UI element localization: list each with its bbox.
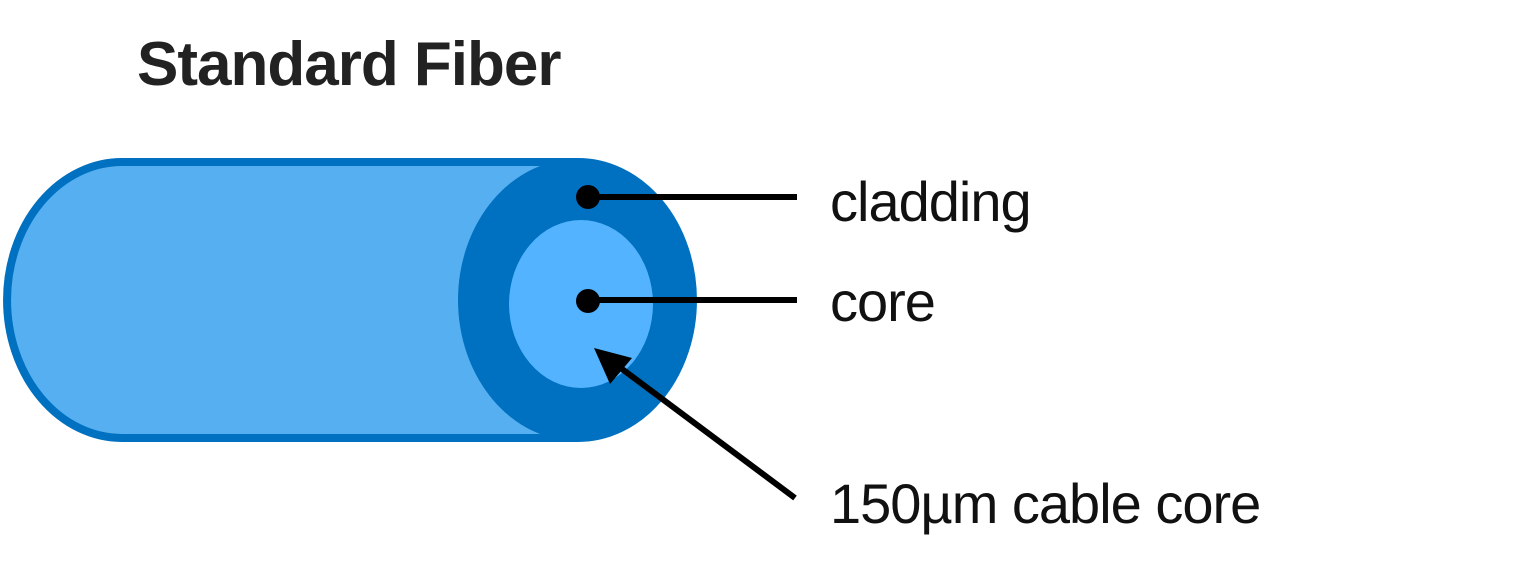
cable-core-arrow-line (616, 363, 797, 501)
cable-core-arrowhead (594, 348, 632, 384)
cladding-leader-dot (576, 185, 600, 209)
core-leader-dot (576, 289, 600, 313)
cable-core-label: 150µm cable core (830, 472, 1261, 535)
core-label: core (830, 270, 936, 333)
diagram-title: Standard Fiber (137, 30, 562, 99)
cladding-label: cladding (830, 170, 1032, 233)
